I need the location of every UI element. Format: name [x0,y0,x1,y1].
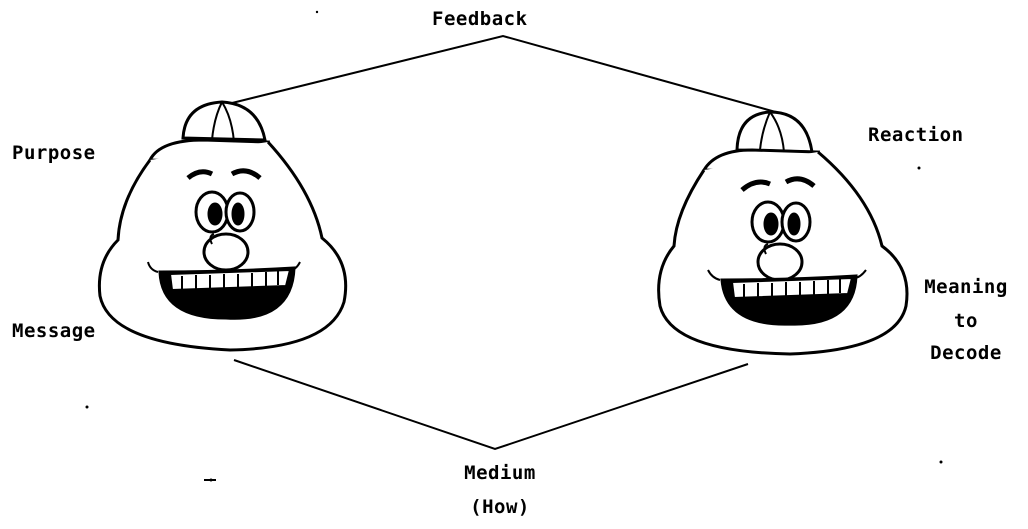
feedback-connector [228,36,790,116]
message-label: Message [12,320,96,342]
medium-connector [234,360,748,449]
meaning-label-line3: Decode [906,342,1026,364]
meaning-label-line2: to [906,310,1026,332]
right-figure-smiling-face-icon [659,112,907,354]
medium-label-line2: (How) [430,496,570,518]
meaning-label-line1: Meaning [906,276,1026,298]
left-figure-smiling-face-icon [99,102,345,350]
medium-label-line1: Medium [430,462,570,484]
reaction-label: Reaction [868,124,964,146]
purpose-label: Purpose [12,142,96,164]
feedback-label: Feedback [432,8,528,30]
